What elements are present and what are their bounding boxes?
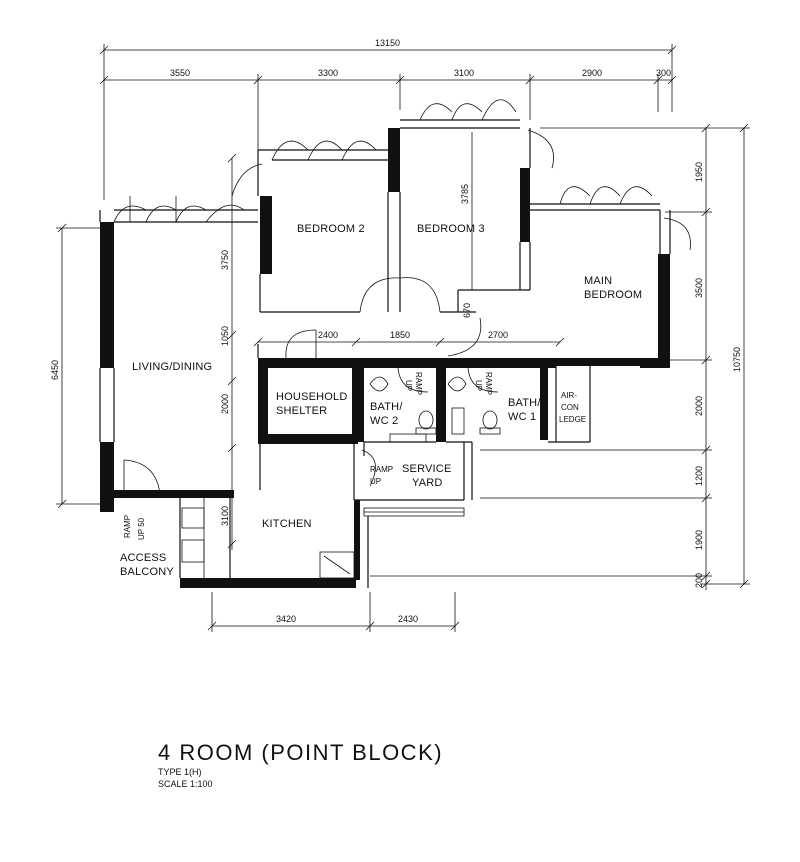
room-household-shelter-line1: HOUSEHOLD: [276, 391, 347, 403]
dim-top-3: 3100: [454, 68, 474, 78]
room-bedroom-3: BEDROOM 3: [417, 223, 485, 235]
room-main-bedroom-line2: BEDROOM: [584, 289, 642, 301]
ramp-yard-ramp: RAMP: [370, 465, 393, 474]
room-main-bedroom-line1: MAIN: [584, 275, 612, 287]
plan-title: 4 ROOM (POINT BLOCK): [158, 740, 444, 765]
dim-right-6: 200: [694, 573, 704, 588]
dimension-lines: [56, 44, 750, 632]
room-access-balcony-line2: BALCONY: [120, 566, 174, 578]
room-labels: BEDROOM 2 BEDROOM 3 MAIN BEDROOM LIVING/…: [120, 223, 642, 578]
dim-left-4: 3100: [220, 506, 230, 526]
ramp-labels: RAMP UP RAMP UP RAMP UP RAMP UP 50: [123, 372, 493, 540]
room-service-yard-line2: YARD: [412, 477, 443, 489]
ramp-bath2-ramp: RAMP: [414, 372, 423, 395]
room-aircon-line1: AIR-: [561, 391, 577, 400]
room-kitchen: KITCHEN: [262, 518, 312, 530]
ramp-bath1-up: UP: [474, 380, 483, 391]
dim-right-4: 1200: [694, 466, 704, 486]
plan-scale: SCALE 1:100: [158, 779, 213, 789]
room-access-balcony-line1: ACCESS: [120, 552, 166, 564]
dim-right-2: 3500: [694, 278, 704, 298]
dimension-text: 13150 3550 3300 3100 2900 300 2400 1850 …: [50, 38, 742, 624]
room-aircon-line3: LEDGE: [559, 415, 586, 424]
dim-top-1: 3550: [170, 68, 190, 78]
room-bath-wc1-line2: WC 1: [508, 411, 536, 423]
title-block: 4 ROOM (POINT BLOCK) TYPE 1(H) SCALE 1:1…: [158, 740, 443, 790]
dim-door-670: 670: [462, 303, 472, 318]
dim-top-5: 300: [656, 68, 671, 78]
dim-top-4: 2900: [582, 68, 602, 78]
room-bath-wc2-line1: BATH/: [370, 401, 403, 413]
dim-left-2: 1050: [220, 326, 230, 346]
dim-mid-1: 2400: [318, 330, 338, 340]
plan-type: TYPE 1(H): [158, 767, 202, 777]
dim-right-total: 10750: [732, 347, 742, 372]
room-household-shelter-line2: SHELTER: [276, 405, 327, 417]
windows-doors: [113, 99, 691, 495]
dim-top-2: 3300: [318, 68, 338, 78]
room-living-dining: LIVING/DINING: [132, 361, 212, 373]
dim-right-3: 2000: [694, 396, 704, 416]
dim-bedroom3-height: 3785: [460, 184, 470, 204]
ramp-yard-up: UP: [370, 477, 381, 486]
walls: [99, 119, 671, 588]
dim-bottom-2: 2430: [398, 614, 418, 624]
dim-left-3: 2000: [220, 394, 230, 414]
ramp-balcony-ramp: RAMP: [123, 515, 132, 538]
room-service-yard-line1: SERVICE: [402, 463, 452, 475]
ramp-bath2-up: UP: [404, 380, 413, 391]
dim-right-1: 1950: [694, 162, 704, 182]
room-bath-wc1-line1: BATH/: [508, 397, 541, 409]
room-aircon-line2: CON: [561, 403, 579, 412]
dim-left-1: 3750: [220, 250, 230, 270]
dim-left-total: 6450: [50, 360, 60, 380]
dim-bottom-1: 3420: [276, 614, 296, 624]
dim-top-total: 13150: [375, 38, 400, 48]
dim-right-5: 1900: [694, 530, 704, 550]
dim-mid-2: 1850: [390, 330, 410, 340]
dim-mid-3: 2700: [488, 330, 508, 340]
ramp-balcony-up: UP 50: [137, 517, 146, 540]
room-bedroom-2: BEDROOM 2: [297, 223, 365, 235]
room-bath-wc2-line2: WC 2: [370, 415, 398, 427]
ramp-bath1-ramp: RAMP: [484, 372, 493, 395]
